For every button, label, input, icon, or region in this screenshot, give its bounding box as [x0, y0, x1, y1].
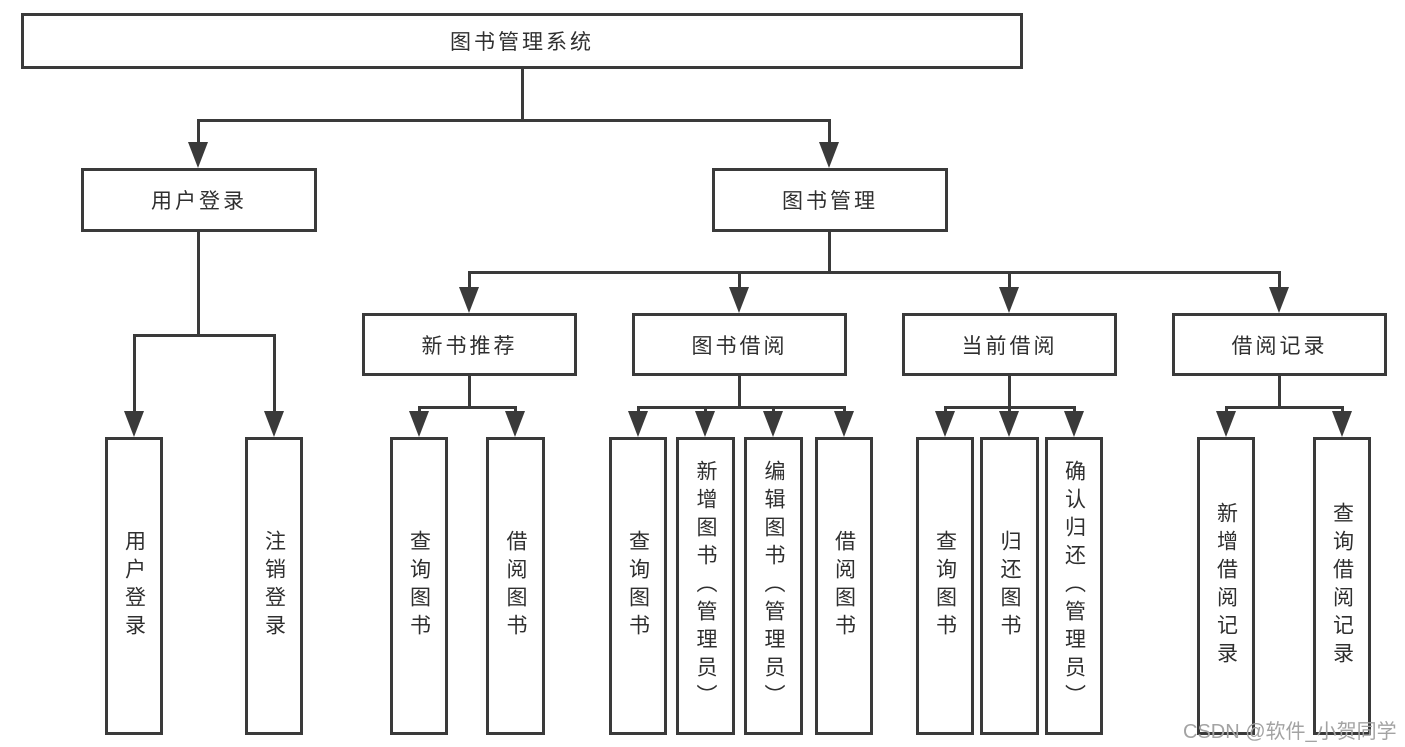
leaf-add-books-admin: 新增图书（管理员） — [676, 437, 735, 735]
node-book-borrow: 图书借阅 — [632, 313, 847, 376]
arrowhead-down-icon — [999, 411, 1019, 437]
leaf-label: 查询借阅记录 — [1330, 502, 1354, 670]
connector-user-login-stem — [197, 232, 200, 336]
node-label: 新书推荐 — [421, 334, 518, 358]
node-current-borrow: 当前借阅 — [902, 313, 1117, 376]
connector-leaf-stem — [1225, 406, 1228, 414]
leaf-borrow-books-recommend: 借阅图书 — [486, 437, 545, 735]
leaf-label: 确认归还（管理员） — [1062, 460, 1086, 712]
leaf-label: 查询图书 — [407, 530, 431, 642]
arrowhead-down-icon — [1269, 287, 1289, 313]
leaf-confirm-return-admin: 确认归还（管理员） — [1045, 437, 1103, 735]
leaf-label: 借阅图书 — [832, 530, 856, 642]
connector-new-book-split — [418, 406, 517, 409]
leaf-query-books-current: 查询图书 — [916, 437, 974, 735]
leaf-label: 查询图书 — [933, 530, 957, 642]
arrowhead-down-icon — [409, 411, 429, 437]
leaf-query-borrow-record: 查询借阅记录 — [1313, 437, 1371, 735]
leaf-label: 查询图书 — [626, 530, 650, 642]
arrowhead-down-icon — [834, 411, 854, 437]
node-new-book-recommend: 新书推荐 — [362, 313, 577, 376]
node-borrow-records: 借阅记录 — [1172, 313, 1387, 376]
leaf-edit-books-admin: 编辑图书（管理员） — [744, 437, 803, 735]
arrowhead-down-icon — [264, 411, 284, 437]
connector-leaf-stem — [944, 406, 947, 414]
arrowhead-down-icon — [763, 411, 783, 437]
node-label: 借阅记录 — [1231, 334, 1328, 358]
connector-current-borrow-stem — [1008, 376, 1011, 409]
connector-leaf-stem — [1008, 406, 1011, 414]
leaf-user-login: 用户登录 — [105, 437, 163, 735]
arrowhead-down-icon — [695, 411, 715, 437]
arrowhead-down-icon — [819, 142, 839, 168]
node-label: 图书管理 — [782, 190, 878, 213]
connector-to-book-management — [828, 119, 831, 146]
connector-leaf-stem — [1073, 406, 1076, 414]
leaf-logout: 注销登录 — [245, 437, 303, 735]
connector-book-borrow-stem — [738, 376, 741, 409]
connector-to-leaf-logout — [273, 334, 276, 414]
connector-leaf-stem — [772, 406, 775, 414]
connector-book-management-split — [468, 271, 1281, 274]
connector-leaf-stem — [704, 406, 707, 414]
leaf-label: 注销登录 — [262, 530, 286, 642]
connector-to-leaf-user-login — [133, 334, 136, 414]
arrowhead-down-icon — [628, 411, 648, 437]
leaf-label: 借阅图书 — [504, 530, 527, 642]
leaf-query-books-recommend: 查询图书 — [390, 437, 448, 735]
arrowhead-down-icon — [1332, 411, 1352, 437]
node-label: 当前借阅 — [961, 334, 1058, 358]
node-label: 用户登录 — [151, 190, 247, 213]
arrowhead-down-icon — [124, 411, 144, 437]
node-label: 图书借阅 — [691, 334, 788, 358]
arrowhead-down-icon — [729, 287, 749, 313]
arrowhead-down-icon — [999, 287, 1019, 313]
csdn-watermark: CSDN @软件_小贺同学 — [1183, 721, 1397, 743]
connector-new-book-stem — [468, 376, 471, 409]
connector-borrow-records-split — [1225, 406, 1343, 409]
leaf-label: 新增图书（管理员） — [694, 460, 717, 712]
connector-book-borrow-split — [637, 406, 845, 409]
leaf-label: 归还图书 — [998, 530, 1021, 642]
leaf-label: 编辑图书（管理员） — [762, 460, 785, 712]
arrowhead-down-icon — [505, 411, 525, 437]
arrowhead-down-icon — [935, 411, 955, 437]
leaf-label: 用户登录 — [122, 530, 146, 642]
arrowhead-down-icon — [188, 142, 208, 168]
arrowhead-down-icon — [459, 287, 479, 313]
connector-user-login-split — [133, 334, 276, 337]
connector-leaf-stem — [843, 406, 846, 414]
connector-book-management-stem — [828, 232, 831, 273]
node-library-management-system: 图书管理系统 — [21, 13, 1023, 69]
arrowhead-down-icon — [1064, 411, 1084, 437]
connector-leaf-stem — [514, 406, 517, 414]
arrowhead-down-icon — [1216, 411, 1236, 437]
connector-to-new-book-recommend — [468, 271, 471, 289]
connector-to-current-borrow — [1008, 271, 1011, 289]
node-label: 图书管理系统 — [450, 31, 594, 54]
leaf-return-books: 归还图书 — [980, 437, 1039, 735]
leaf-add-borrow-record: 新增借阅记录 — [1197, 437, 1255, 735]
leaf-borrow-books: 借阅图书 — [815, 437, 873, 735]
connector-leaf-stem — [637, 406, 640, 414]
connector-leaf-stem — [418, 406, 421, 414]
node-book-management: 图书管理 — [712, 168, 948, 232]
connector-to-book-borrow — [738, 271, 741, 289]
connector-root-stem — [521, 69, 524, 120]
node-user-login: 用户登录 — [81, 168, 317, 232]
connector-borrow-records-stem — [1278, 376, 1281, 409]
leaf-query-books-borrow: 查询图书 — [609, 437, 667, 735]
connector-to-user-login — [197, 119, 200, 146]
connector-root-split — [197, 119, 831, 122]
connector-to-borrow-records — [1278, 271, 1281, 289]
leaf-label: 新增借阅记录 — [1214, 502, 1238, 670]
connector-leaf-stem — [1341, 406, 1344, 414]
